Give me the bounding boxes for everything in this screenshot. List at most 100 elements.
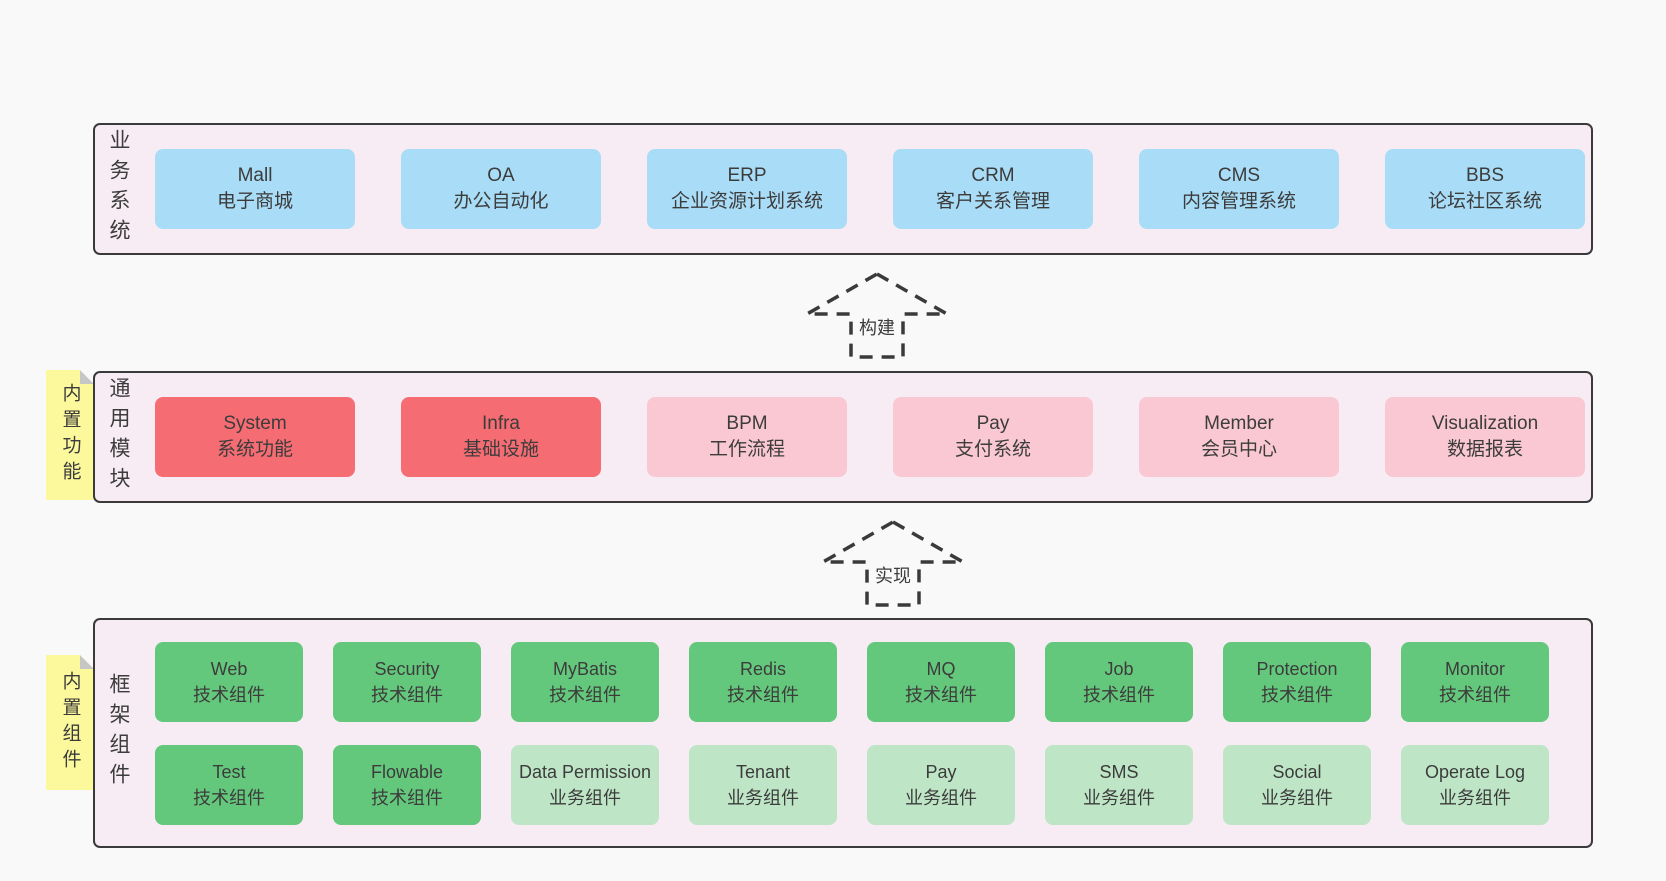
component-name-zh: 技术组件 [193,787,265,808]
component-name-en: Infra [481,413,521,434]
component-name-en: CMS [1217,165,1261,186]
sticky-note-builtin-components: 内置组件 [46,655,94,790]
component-name-zh: 业务组件 [1439,787,1511,808]
component-box-operate-log: Operate Log 业务组件 [1401,744,1549,825]
component-name-zh: 企业资源计划系统 [670,191,823,212]
component-name-en: BPM [726,413,768,434]
layer-panel-common-modules: 通用模块 System 系统功能 Infra 基础设施 BPM 工作流程 Pay 支付系统 Me… [93,371,1593,503]
component-name-en: BBS [1465,165,1505,186]
component-name-en: MyBatis [552,658,617,679]
sticky-note-builtin-features: 内置功能 [46,370,94,500]
component-box-protection: Protection 技术组件 [1223,641,1371,722]
component-name-en: Monitor [1444,658,1506,679]
component-name-zh: 内容管理系统 [1181,191,1296,212]
component-name-zh: 业务组件 [905,787,977,808]
layer-rows: System 系统功能 Infra 基础设施 BPM 工作流程 Pay 支付系统 Member 会… [155,373,1585,501]
component-box-social: Social 业务组件 [1223,744,1371,825]
component-name-en: Job [1104,658,1134,679]
component-box-sms: SMS 业务组件 [1045,744,1193,825]
component-box-erp: ERP 企业资源计划系统 [647,149,847,229]
component-name-zh: 业务组件 [1083,787,1155,808]
component-name-en: Protection [1256,658,1338,679]
component-box-web: Web 技术组件 [155,641,303,722]
component-box-mall: Mall 电子商城 [155,149,355,229]
component-box-bbs: BBS 论坛社区系统 [1385,149,1585,229]
component-name-zh: 技术组件 [1439,684,1511,705]
component-name-zh: 技术组件 [371,684,443,705]
component-name-en: Security [374,658,440,679]
component-name-zh: 系统功能 [216,439,293,460]
component-name-en: MQ [926,658,956,679]
arrow-implement-label: 实现 [872,562,914,588]
component-box-data-permission: Data Permission 业务组件 [511,744,659,825]
arrow-implement: 实现 [818,518,968,608]
component-name-en: Flowable [370,761,444,782]
component-name-zh: 办公自动化 [453,191,549,212]
component-name-zh: 技术组件 [1083,684,1155,705]
component-name-zh: 业务组件 [549,787,621,808]
component-name-zh: 会员中心 [1200,439,1277,460]
component-name-zh: 技术组件 [1261,684,1333,705]
component-name-en: Pay [925,761,957,782]
component-name-zh: 技术组件 [371,787,443,808]
component-box-pay: Pay 业务组件 [867,744,1015,825]
component-name-zh: 论坛社区系统 [1427,191,1542,212]
component-box-flowable: Flowable 技术组件 [333,744,481,825]
component-box-bpm: BPM 工作流程 [647,397,847,477]
component-box-test: Test 技术组件 [155,744,303,825]
component-name-zh: 技术组件 [905,684,977,705]
component-box-mybatis: MyBatis 技术组件 [511,641,659,722]
component-box-security: Security 技术组件 [333,641,481,722]
component-name-zh: 业务组件 [1261,787,1333,808]
component-name-en: Test [212,761,246,782]
component-box-infra: Infra 基础设施 [401,397,601,477]
component-name-en: Mall [237,165,273,186]
component-box-system: System 系统功能 [155,397,355,477]
component-name-en: Pay [976,413,1010,434]
component-name-zh: 技术组件 [727,684,799,705]
component-name-en: OA [487,165,515,186]
component-name-zh: 电子商城 [216,191,293,212]
component-name-en: Data Permission [518,761,652,782]
layer-label-business-systems: 业务系统 [107,129,130,249]
component-name-zh: 数据报表 [1446,439,1523,460]
component-name-zh: 工作流程 [708,439,785,460]
arrow-build: 构建 [802,270,952,360]
component-name-en: Operate Log [1424,761,1526,782]
sticky-note-text: 内置功能 [59,383,81,487]
layer-label-common-modules: 通用模块 [107,377,130,497]
component-name-zh: 基础设施 [462,439,539,460]
component-box-mq: MQ 技术组件 [867,641,1015,722]
component-name-en: Web [210,658,248,679]
component-box-monitor: Monitor 技术组件 [1401,641,1549,722]
component-box-oa: OA 办公自动化 [401,149,601,229]
component-name-en: System [223,413,287,434]
arrow-build-label: 构建 [856,314,898,340]
component-box-visualization: Visualization 数据报表 [1385,397,1585,477]
component-row: Test 技术组件 Flowable 技术组件 Data Permission 业务组件 T… [155,744,1581,825]
component-row: System 系统功能 Infra 基础设施 BPM 工作流程 Pay 支付系统 Member 会… [155,397,1585,477]
component-name-en: ERP [727,165,767,186]
component-name-en: Member [1204,413,1274,434]
component-box-cms: CMS 内容管理系统 [1139,149,1339,229]
component-box-member: Member 会员中心 [1139,397,1339,477]
component-box-job: Job 技术组件 [1045,641,1193,722]
component-name-zh: 支付系统 [954,439,1031,460]
component-name-en: SMS [1099,761,1139,782]
component-name-en: Social [1272,761,1322,782]
component-name-zh: 技术组件 [193,684,265,705]
component-name-zh: 客户关系管理 [935,191,1050,212]
sticky-note-text: 内置组件 [59,670,81,775]
component-name-zh: 技术组件 [549,684,621,705]
layer-label-framework-components: 框架组件 [107,673,130,793]
component-name-en: Visualization [1431,413,1539,434]
